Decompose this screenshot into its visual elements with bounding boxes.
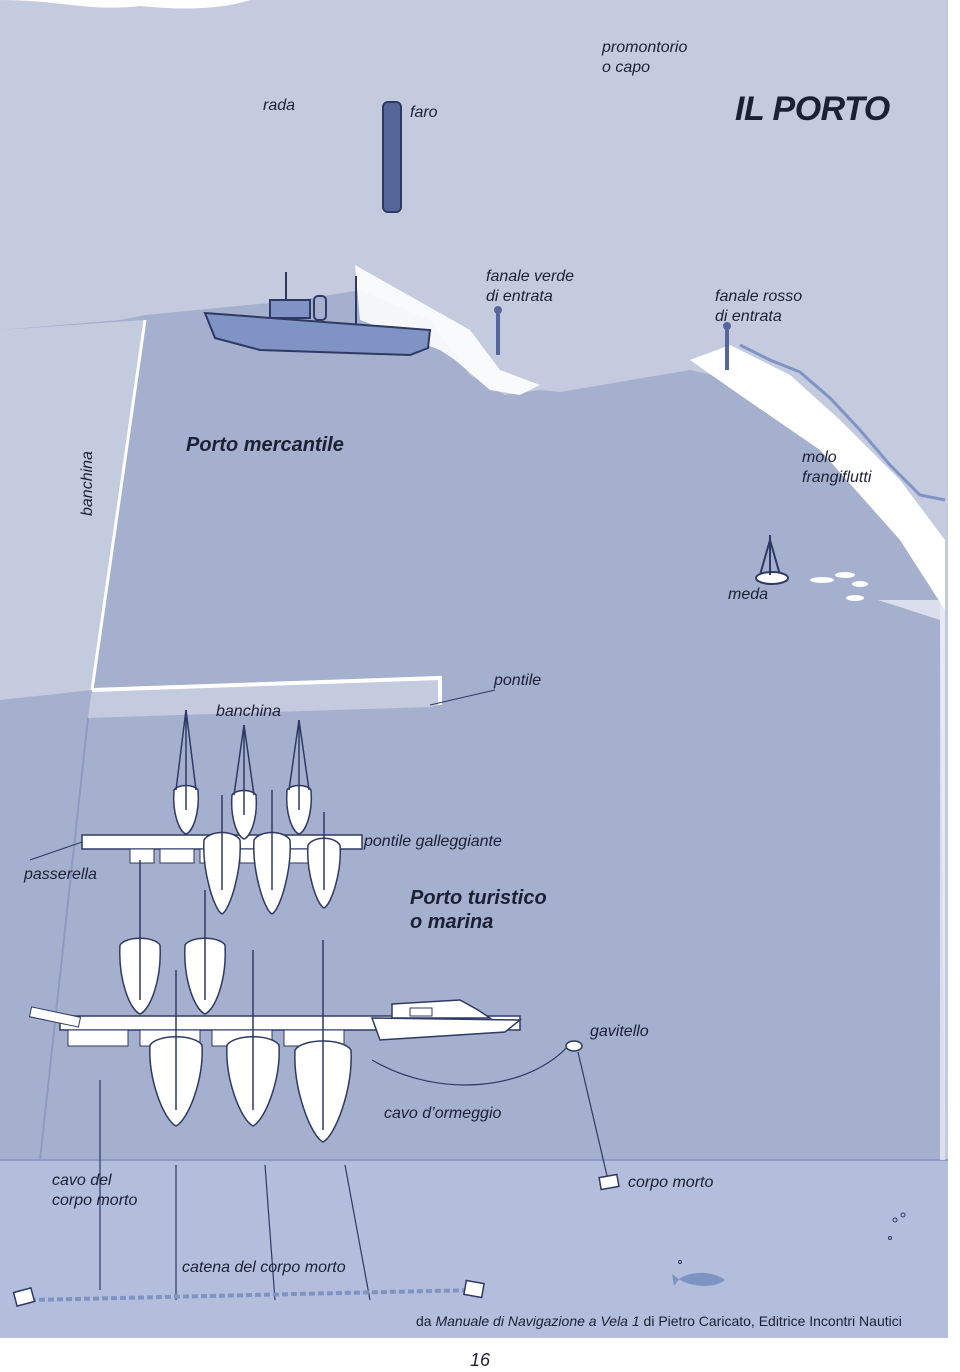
seabed-water [0, 1160, 950, 1338]
merchant-quay [0, 320, 145, 700]
mooring-lines [29, 1043, 609, 1302]
breakwater [690, 345, 945, 610]
label-meda: meda [728, 586, 769, 603]
entrance-pier-left [355, 265, 540, 395]
bubbles [678, 1212, 906, 1264]
label-faro: faro [410, 104, 438, 121]
label-catena: catena del corpo morto [182, 1259, 346, 1276]
buoy [565, 1040, 583, 1052]
page-title: IL PORTO [735, 90, 890, 128]
sailboat [253, 790, 291, 915]
label-cavo-ormeggio: cavo d’ormeggio [384, 1105, 502, 1122]
marina-left-edge [39, 717, 89, 1161]
label-banchina-vertical: banchina [79, 451, 96, 516]
right-margin [948, 0, 960, 1372]
harbor-water [0, 290, 945, 1160]
label-rada: rada [263, 97, 296, 114]
sailboats [119, 709, 352, 1143]
breakwater-rocks [739, 343, 946, 502]
label-passerella: passerella [24, 866, 97, 883]
rocks [810, 572, 868, 601]
sailboat [149, 970, 203, 1127]
mooring-block [12, 1286, 36, 1308]
fish [672, 1272, 725, 1286]
lighthouse [382, 101, 402, 213]
green-light [494, 306, 502, 314]
label-corpo-morto: corpo morto [628, 1174, 714, 1191]
sailboat [119, 860, 161, 1015]
credit-line: da Manuale di Navigazione a Vela 1 di Pi… [416, 1313, 902, 1329]
sailboat [203, 795, 241, 915]
mooring-block [463, 1279, 485, 1299]
mooring-block [598, 1173, 620, 1191]
sailboat [285, 719, 313, 835]
sailboat [294, 940, 352, 1143]
label-banchina: banchina [216, 703, 281, 720]
label-pontile-galleggiante: pontile galleggiante [364, 833, 502, 850]
label-porto-mercantile: Porto mercantile [186, 434, 344, 456]
red-light [723, 322, 731, 330]
sailboat [184, 890, 226, 1015]
sky-corner [0, 0, 250, 9]
merchant-ship [203, 272, 432, 357]
page-number: 16 [470, 1350, 491, 1370]
sailboat [226, 950, 280, 1127]
sailboat [230, 724, 258, 840]
page-margin [0, 1338, 960, 1372]
beacon [755, 535, 789, 585]
label-pontile: pontile [494, 672, 542, 689]
sailboat [172, 709, 200, 835]
pontile-pointer [429, 689, 496, 706]
label-gavitello: gavitello [590, 1023, 649, 1040]
motor-yacht [370, 999, 523, 1041]
marina-quay-edge [91, 675, 442, 705]
merchant-quay-edge [90, 319, 147, 691]
sailboat [307, 812, 341, 909]
